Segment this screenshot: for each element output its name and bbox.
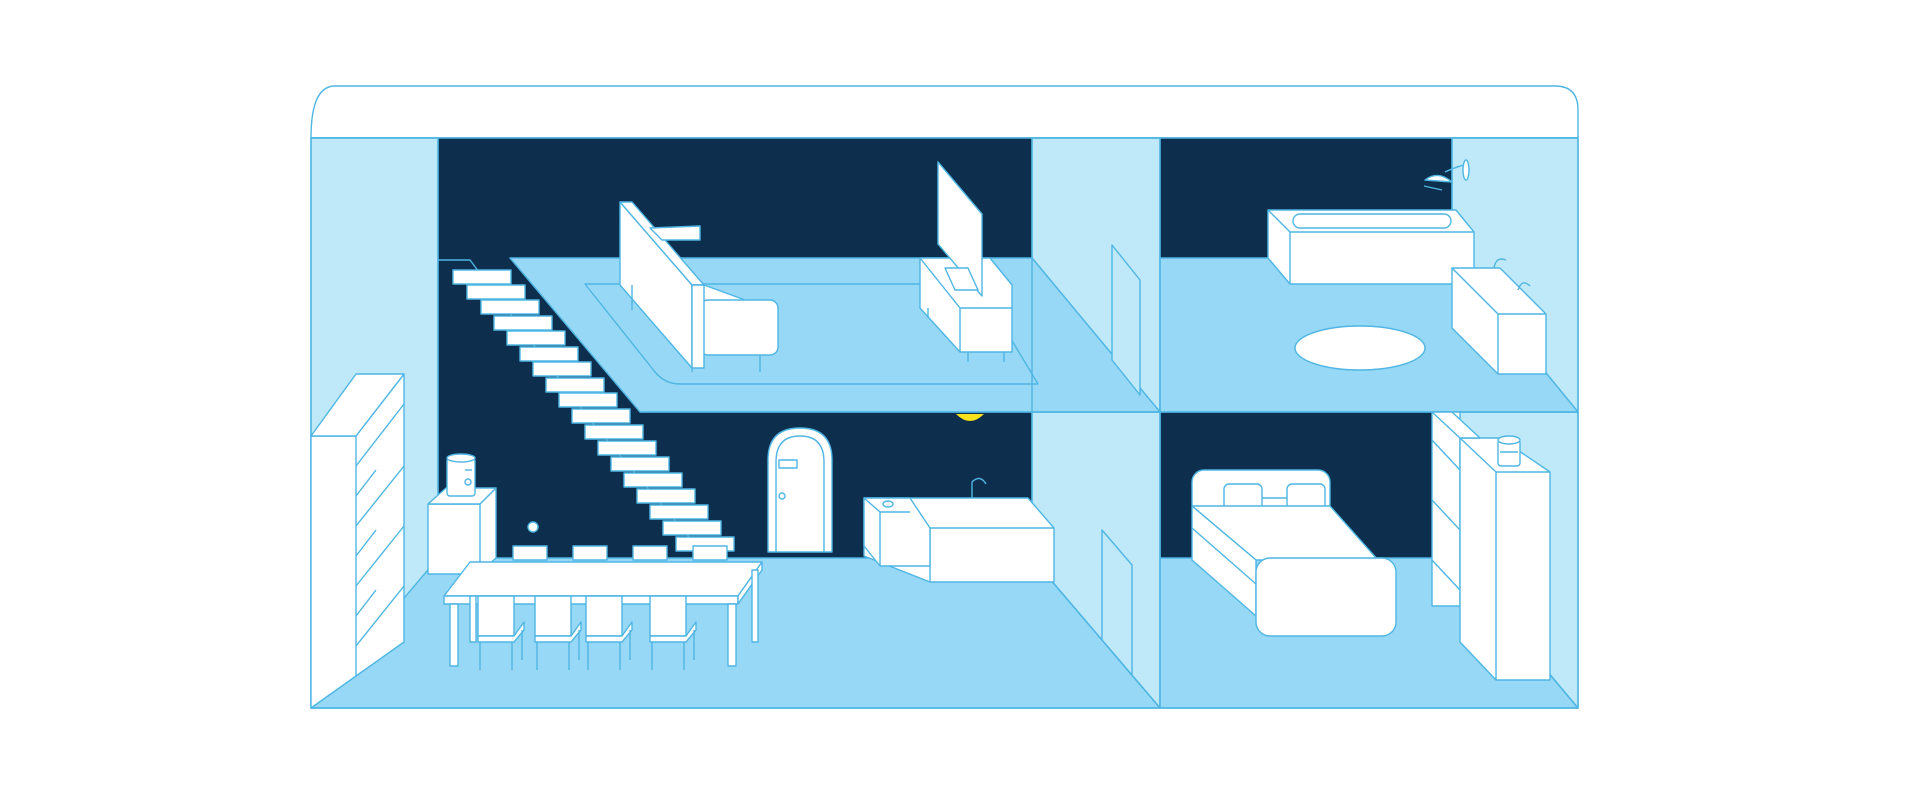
bed-icon: [1191, 469, 1397, 637]
chair-1: [477, 595, 525, 670]
ceiling-lamp-icon: [956, 414, 984, 421]
wardrobe-icon: [1431, 411, 1551, 681]
bathtub-icon: [1267, 209, 1475, 285]
roof: [310, 85, 1579, 139]
chair-4: [649, 595, 697, 670]
staircase-icon: [438, 259, 735, 552]
sink-icon: [1451, 258, 1547, 375]
kitchen-counter-icon: [863, 477, 1055, 583]
sofa-icon: [619, 201, 779, 372]
bath-mat-icon: [1294, 325, 1426, 371]
rug-icon: [584, 283, 1039, 385]
dining-table-icon: [443, 545, 763, 670]
side-cabinet-icon: [427, 453, 539, 575]
door-icon: [767, 427, 833, 553]
chair-3: [585, 595, 633, 670]
bookshelf-icon: [310, 373, 405, 709]
chair-2: [534, 595, 582, 670]
shower-icon: [1423, 159, 1470, 191]
tv-icon: [919, 161, 1013, 362]
